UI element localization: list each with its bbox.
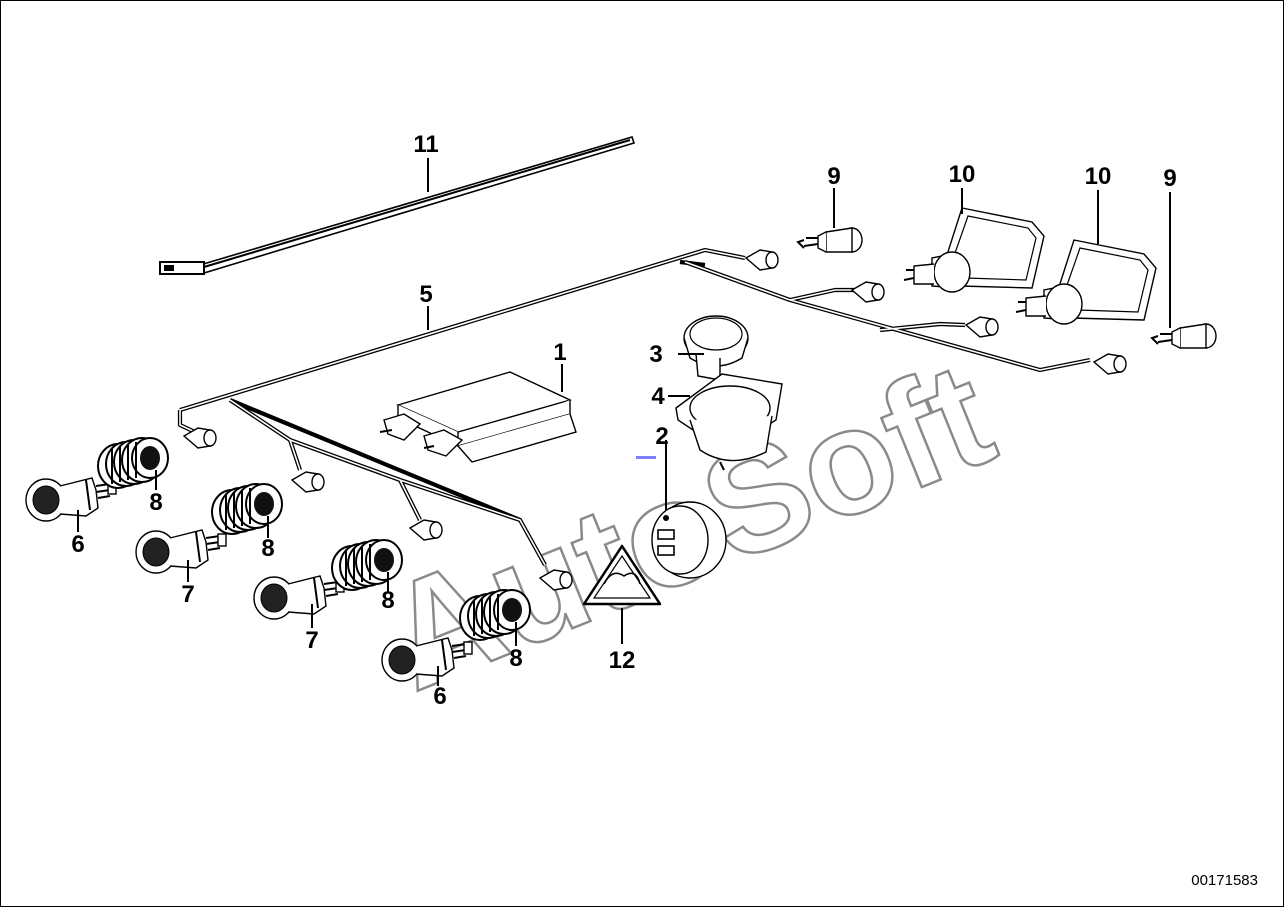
part-8-holder-1 [97,437,169,489]
part-7-sensor-left [135,529,227,574]
callout-11: 11 [413,131,438,158]
callout-10-b: 10 [1085,163,1112,190]
part-10-bracket-a [903,207,1045,293]
part-9-sensor-a [797,227,863,253]
callout-12: 12 [609,647,636,674]
part-7-sensor-right [253,575,345,620]
part-6-sensor-left [25,477,117,522]
reference-number: 00171583 [1191,872,1258,889]
part-2-indicator [636,456,727,579]
part-4-housing [675,373,783,471]
part-1-control-unit [379,371,577,463]
accent-mark [636,456,656,459]
leader-lines [77,158,1171,686]
callout-5: 5 [419,281,432,308]
part-5-wiring-harness [177,247,1127,591]
part-8-holder-2 [211,483,283,535]
callout-9-a: 9 [827,163,840,190]
callout-8-b: 8 [261,535,274,562]
callout-3: 3 [649,341,662,368]
part-11-cable-tie [159,136,636,275]
part-3-buzzer [683,315,749,381]
callout-8-c: 8 [381,587,394,614]
part-12-warning-label [582,544,662,606]
callout-6-b: 6 [433,683,446,710]
callout-6-a: 6 [71,531,84,558]
callout-4: 4 [651,383,665,410]
callout-2: 2 [655,423,668,450]
callout-10-a: 10 [949,161,976,188]
callout-7-b: 7 [305,627,318,654]
part-9-sensor-b [1151,323,1217,349]
callout-8-d: 8 [509,645,522,672]
callout-7-a: 7 [181,581,194,608]
callout-8-a: 8 [149,489,162,516]
callout-1: 1 [553,339,566,366]
callout-9-b: 9 [1163,165,1176,192]
